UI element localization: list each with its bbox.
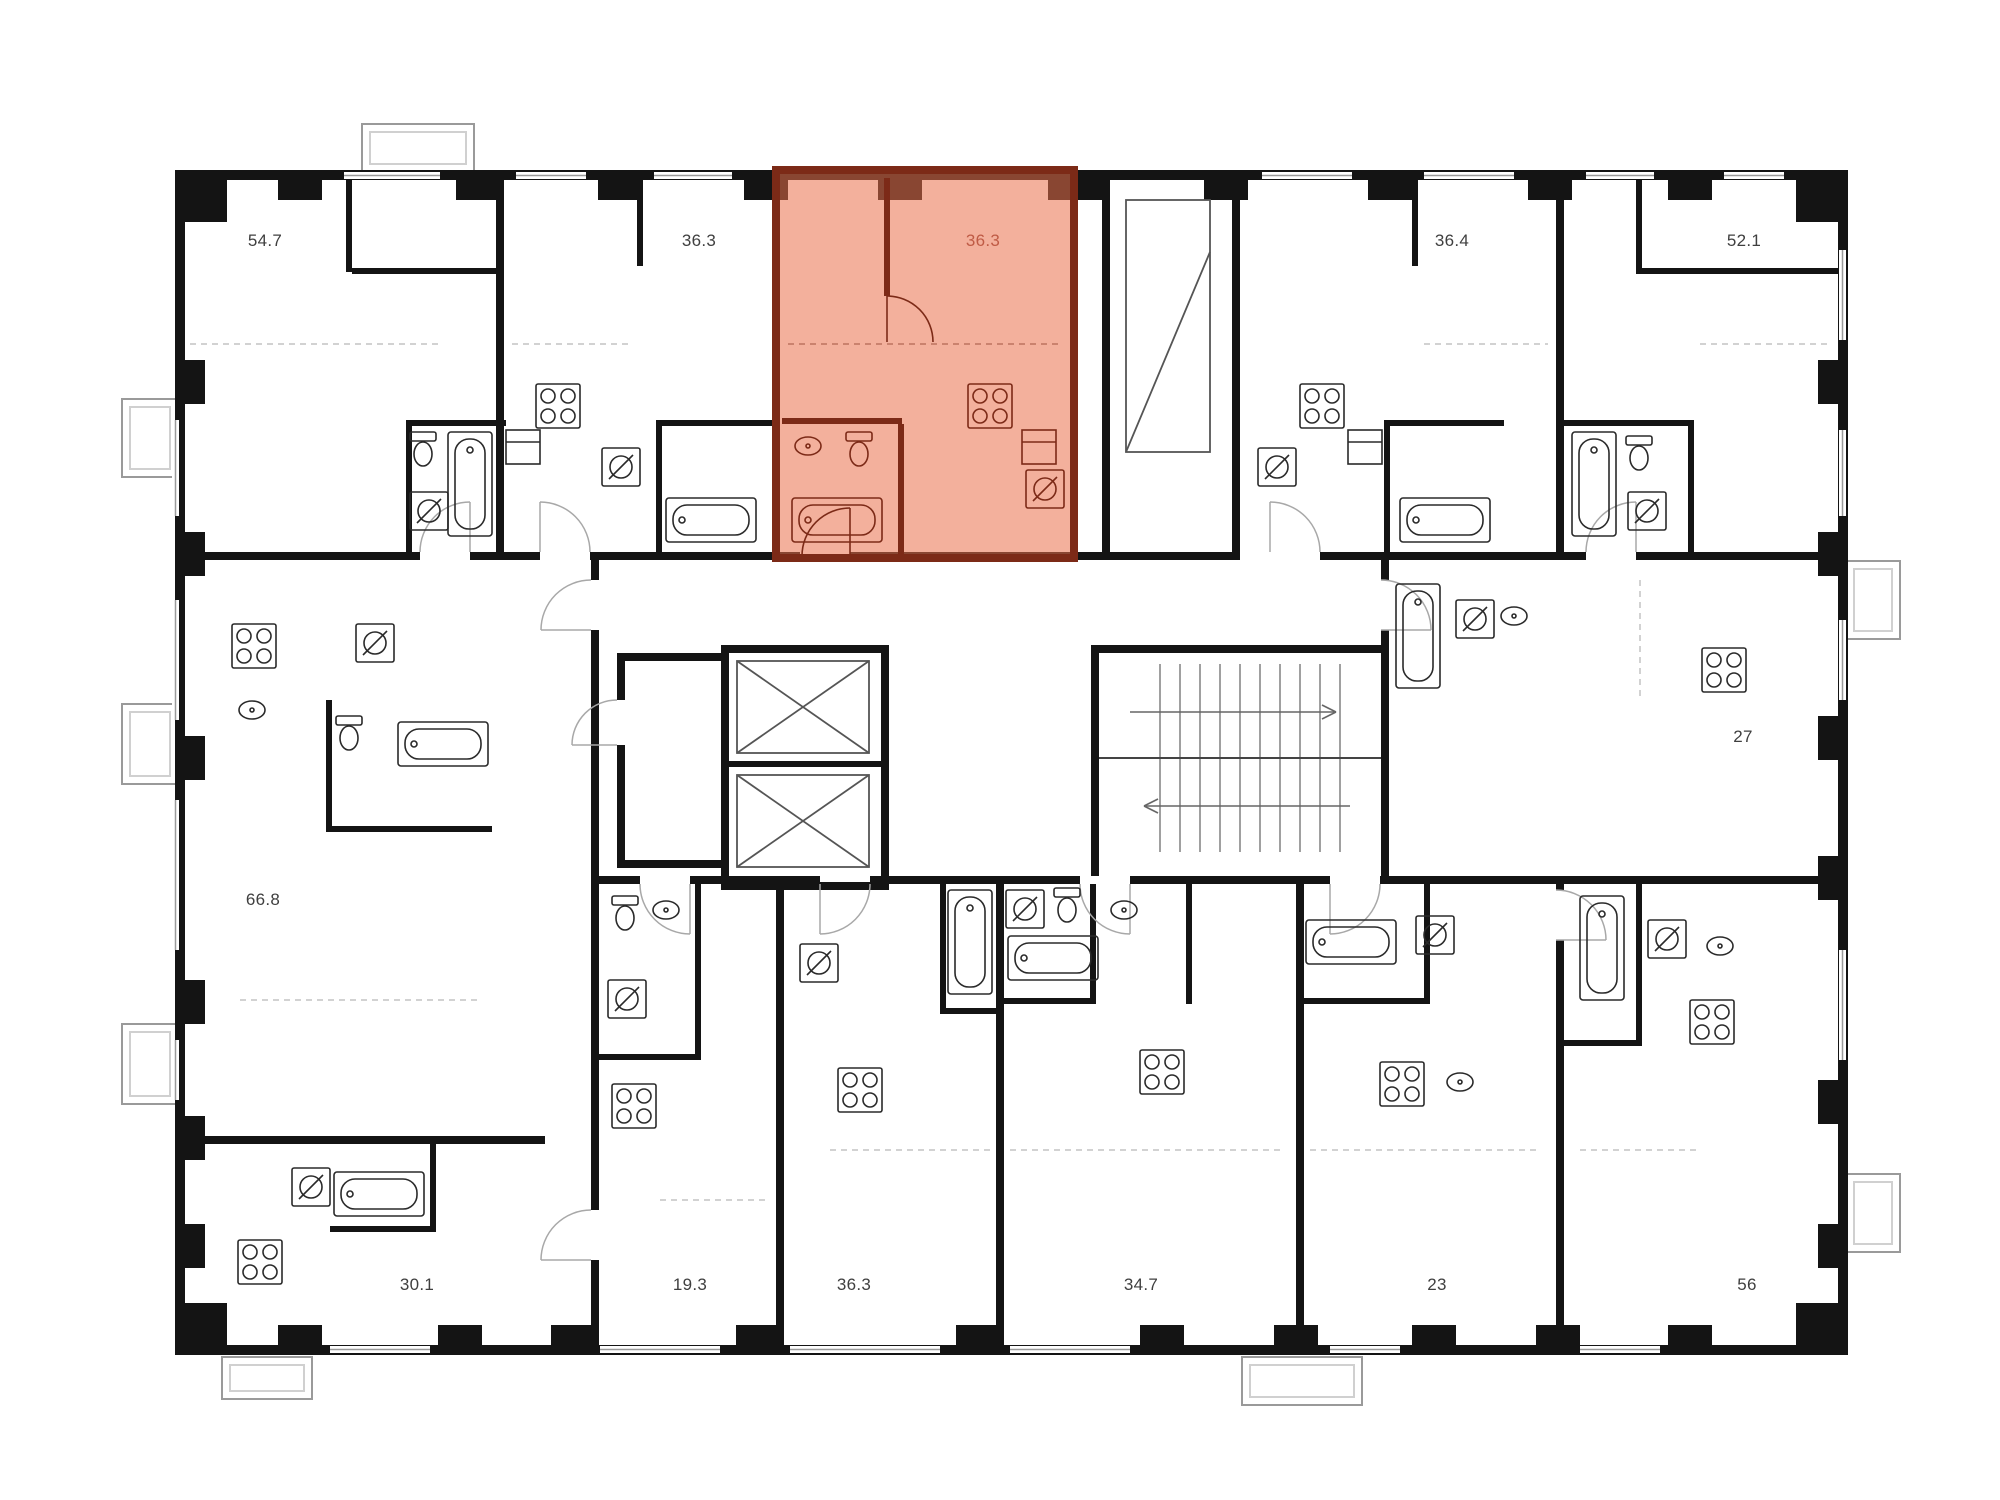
unit-area-label: 54.7 <box>247 231 283 250</box>
stove-icon <box>535 383 581 429</box>
washer-icon <box>1415 915 1455 955</box>
core-details-layer <box>736 199 1381 868</box>
bathtub-icon <box>1399 497 1491 543</box>
stair-direction-arrows <box>1130 704 1350 814</box>
walls-layer <box>175 170 1848 1355</box>
selected-unit-group <box>772 166 1078 562</box>
washer-icon <box>1257 447 1297 487</box>
stove-icon <box>611 1083 657 1129</box>
washer-icon <box>607 979 647 1019</box>
sink-icon <box>1706 936 1734 956</box>
sink-icon <box>652 900 680 920</box>
toilet-icon <box>409 431 437 467</box>
elevator-cab-1 <box>736 660 870 754</box>
washer-icon <box>601 447 641 487</box>
bathtub-icon <box>665 497 757 543</box>
bathtub-icon <box>1571 431 1617 537</box>
selected-unit-walls <box>782 178 904 554</box>
unit-area-label: 56 <box>1737 1275 1757 1294</box>
stove-icon <box>1139 1049 1185 1095</box>
sink-icon <box>1500 606 1528 626</box>
washer-icon <box>291 1167 331 1207</box>
sink-icon <box>238 700 266 720</box>
washer-icon <box>355 623 395 663</box>
bathtub-icon <box>947 889 993 995</box>
washer-icon <box>799 943 839 983</box>
balconies-layer <box>121 123 1901 1406</box>
door-arcs-layer <box>419 501 1637 1261</box>
bathtub-icon <box>397 721 489 767</box>
stove-icon <box>1379 1061 1425 1107</box>
unit-area-label: 36.3 <box>836 1275 872 1294</box>
washer-icon <box>1455 599 1495 639</box>
unit-area-label: 36.4 <box>1434 231 1470 250</box>
sink-icon <box>1446 1072 1474 1092</box>
unit-area-label: 52.1 <box>1726 231 1762 250</box>
stove-icon <box>237 1239 283 1285</box>
stove-icon <box>1701 647 1747 693</box>
toilet-icon <box>335 715 363 751</box>
stove-icon <box>231 623 277 669</box>
elevator-cab-2 <box>736 774 870 868</box>
bathtub-icon <box>333 1171 425 1217</box>
stove-icon <box>837 1067 883 1113</box>
unit-area-label: 19.3 <box>672 1275 708 1294</box>
unit-area-label: 66.8 <box>245 890 281 909</box>
selected-unit-area-label: 36.3 <box>965 231 1001 250</box>
bathtub-icon <box>1395 583 1441 689</box>
windows-layer <box>172 172 1846 1353</box>
bathtub-icon <box>1305 919 1397 965</box>
dashed-lines-layer <box>190 343 1830 1201</box>
toilet-icon <box>1053 887 1081 923</box>
selected-unit-overlay[interactable] <box>772 166 1078 562</box>
unit-area-label: 23 <box>1427 1275 1447 1294</box>
bathtub-icon <box>1007 935 1099 981</box>
unit-area-label: 30.1 <box>399 1275 435 1294</box>
stove-icon <box>1299 383 1345 429</box>
bathtub-icon <box>1579 895 1625 1001</box>
selected-unit-doors <box>801 295 934 557</box>
unit-area-label: 36.3 <box>681 231 717 250</box>
washer-icon <box>1627 491 1667 531</box>
sink-icon <box>1110 900 1138 920</box>
service-shaft <box>1125 199 1211 453</box>
unit-area-label: 27 <box>1733 727 1753 746</box>
stove-icon <box>1689 999 1735 1045</box>
washer-icon <box>1005 889 1045 929</box>
fridge-icon <box>505 429 541 465</box>
washer-icon <box>1647 919 1687 959</box>
toilet-icon <box>611 895 639 931</box>
unit-area-label: 34.7 <box>1123 1275 1159 1294</box>
fridge-icon <box>1347 429 1383 465</box>
toilet-icon <box>1625 435 1653 471</box>
